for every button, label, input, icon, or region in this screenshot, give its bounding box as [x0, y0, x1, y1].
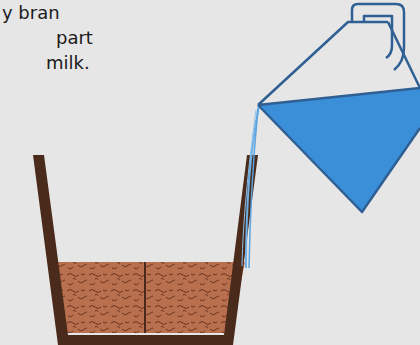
divider-line	[144, 262, 146, 333]
bran-fill	[48, 262, 245, 333]
milk-stream	[246, 106, 259, 268]
milk-in-jug	[258, 88, 420, 212]
instruction-text: part	[56, 28, 93, 48]
instruction-text: y bran	[2, 3, 60, 23]
jug-outline	[258, 22, 420, 212]
bowl	[33, 155, 258, 345]
jug-handle	[352, 4, 404, 70]
milk-stream	[242, 110, 256, 266]
instruction-text: milk.	[46, 53, 90, 73]
